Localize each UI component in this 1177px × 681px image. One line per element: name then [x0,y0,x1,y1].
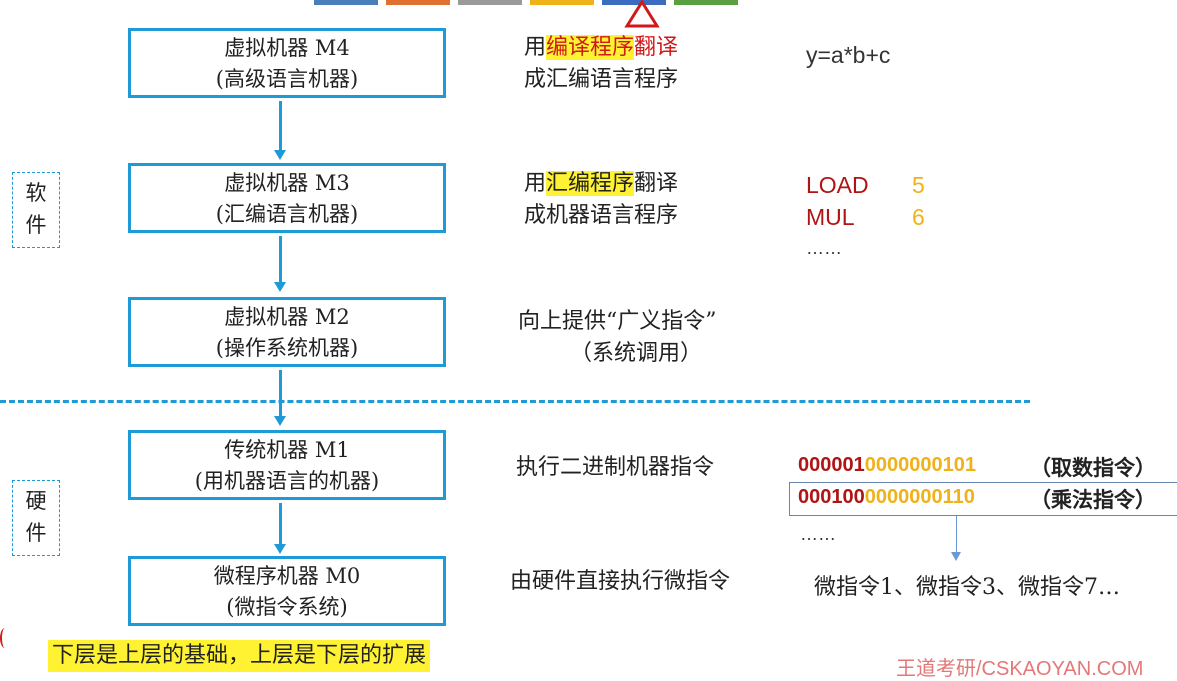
desc-text: 成机器语言程序 [524,203,679,228]
tab-swatch[interactable] [458,0,522,5]
desc-text: 由硬件直接执行微指令 [510,569,731,594]
warning-triangle-icon [624,0,660,28]
flow-arrow [279,503,282,545]
desc-text: 执行二进制机器指令 [516,455,715,480]
software-hardware-divider [0,400,1030,403]
machine-subtitle: (高级语言机器) [215,67,359,91]
watermark: 王道考研/CSKAOYAN.COM [896,658,1144,680]
machine-subtitle: (用机器语言的机器) [194,469,380,493]
example-expression: y=a*b+c [806,42,891,68]
binary-instruction-load: 0000010000000101 [798,454,976,477]
asm-op-load: LOAD [806,172,869,198]
asm-op-mul: MUL [806,204,855,230]
machine-box-m1: 传统机器 M1 (用机器语言的机器) [128,430,446,500]
machine-box-m4: 虚拟机器 M4 (高级语言机器) [128,28,446,98]
desc-m3: 用汇编程序翻译 成机器语言程序 [524,168,678,232]
desc-text: 用 [524,35,547,60]
binary-ellipsis: …… [800,524,836,544]
desc-m1: 执行二进制机器指令 [516,452,714,484]
desc-m0: 由硬件直接执行微指令 [510,566,730,598]
machine-box-m0: 微程序机器 M0 (微指令系统) [128,556,446,626]
tab-swatch[interactable] [386,0,450,5]
highlight-compiler: 编译程序 [546,35,635,60]
machine-name: 虚拟机器 M2 [224,305,350,329]
flow-arrow-head [274,150,286,160]
opcode: 000001 [798,454,865,476]
operand-address: 0000000101 [864,454,976,476]
tab-swatch[interactable] [530,0,594,5]
operand-address: 0000000110 [864,486,975,508]
asm-arg-5: 5 [912,172,925,198]
micro-instructions: 微指令1、微指令3、微指令7… [814,575,1120,600]
desc-text: 用 [524,171,547,196]
software-label-text: 软件 [25,181,47,237]
hardware-label-text: 硬件 [25,489,47,545]
machine-subtitle: (汇编语言机器) [215,202,359,226]
expand-arrow [956,516,957,554]
annotation-mark [0,628,10,648]
machine-name: 虚拟机器 M4 [224,36,350,60]
flow-arrow [279,370,282,417]
machine-name: 虚拟机器 M3 [224,171,350,195]
tab-swatch[interactable] [602,0,666,5]
tab-swatch[interactable] [674,0,738,5]
machine-subtitle: (微指令系统) [226,595,348,619]
tab-swatch[interactable] [314,0,378,5]
machine-subtitle: (操作系统机器) [215,336,359,360]
instruction-note: （取数指令） [1030,455,1156,480]
opcode: 000100 [798,486,865,508]
highlight-assembler: 汇编程序 [546,171,635,196]
flow-arrow-head [274,544,286,554]
desc-m2: 向上提供“广义指令” （系统调用） [518,306,717,370]
instruction-note: （乘法指令） [1030,487,1156,512]
machine-box-m2: 虚拟机器 M2 (操作系统机器) [128,297,446,367]
flow-arrow [279,101,282,151]
machine-name: 传统机器 M1 [224,438,350,462]
desc-text: 向上提供“广义指令” [518,309,717,334]
desc-text-red: 翻译 [634,35,679,60]
desc-text: （系统调用） [570,341,703,366]
asm-arg-6: 6 [912,204,925,230]
binary-instruction-mul: 0001000000000110 [798,486,975,509]
machine-box-m3: 虚拟机器 M3 (汇编语言机器) [128,163,446,233]
desc-text: 成汇编语言程序 [524,67,679,92]
footer-note: 下层是上层的基础，上层是下层的扩展 [48,640,431,672]
desc-text: 翻译 [634,171,679,196]
hardware-label: 硬件 [12,480,60,556]
flow-arrow [279,236,282,283]
asm-ellipsis: …… [806,238,842,258]
expand-arrow-head [951,552,961,561]
desc-m4: 用编译程序翻译 成汇编语言程序 [524,32,678,96]
flow-arrow-head [274,282,286,292]
flow-arrow-head [274,416,286,426]
highlight-box-mul [789,482,1177,516]
machine-name: 微程序机器 M0 [213,564,361,588]
software-label: 软件 [12,172,60,248]
top-toolbar-strip [314,0,744,5]
